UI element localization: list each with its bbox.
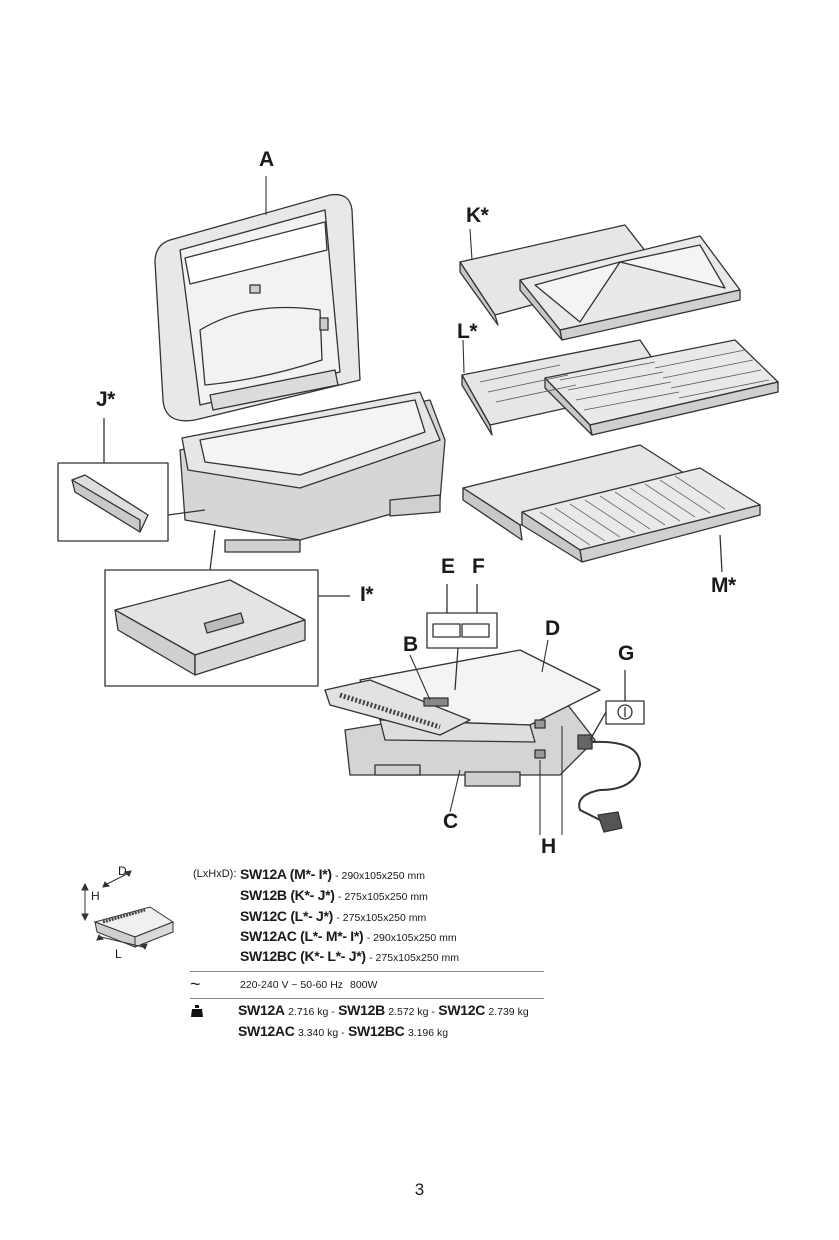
- label-e: E: [441, 555, 455, 578]
- dimensions-prefix: (LxHxD):: [193, 868, 237, 880]
- dimension-row: SW12C (L*- J*) - 275x105x250 mm: [240, 908, 427, 924]
- weight-icon: [191, 1005, 203, 1017]
- dimension-diagram: [81, 870, 175, 950]
- label-a: A: [259, 148, 274, 171]
- label-c: C: [443, 810, 458, 833]
- dimension-row: SW12BC (K*- L*- J*) - 275x105x250 mm: [240, 948, 459, 964]
- divider: [190, 998, 544, 999]
- label-l: L*: [457, 320, 478, 343]
- label-h: H: [541, 835, 556, 858]
- sandwich-plates-k: [459, 224, 741, 341]
- dimension-row: SW12B (K*- J*) - 275x105x250 mm: [240, 887, 428, 903]
- open-appliance: [154, 193, 446, 553]
- dim-label-l: L: [115, 947, 122, 961]
- closed-appliance: [324, 584, 645, 833]
- power-voltage: 220-240 V ~ 50-60 Hz: [240, 979, 344, 991]
- ac-symbol-icon: ~: [190, 974, 201, 994]
- drip-tray-i-inset: [104, 529, 350, 687]
- divider: [190, 971, 544, 972]
- grill-plates-m: [462, 444, 761, 573]
- label-b: B: [403, 633, 418, 656]
- dim-label-h: H: [91, 889, 100, 903]
- dimension-row: SW12AC (L*- M*- I*) - 290x105x250 mm: [240, 928, 457, 944]
- label-f: F: [472, 555, 485, 578]
- waffle-plates-l: [461, 339, 779, 436]
- weights-line-1: SW12A 2.716 kg - SW12B 2.572 kg - SW12C …: [238, 1002, 529, 1018]
- label-j: J*: [96, 388, 115, 411]
- weights-line-2: SW12AC 3.340 kg - SW12BC 3.196 kg: [238, 1023, 449, 1039]
- label-i: I*: [360, 583, 374, 606]
- drip-tray-j-inset: [57, 418, 206, 542]
- label-g: G: [618, 642, 634, 665]
- page-number: 3: [414, 1180, 425, 1199]
- label-m: M*: [711, 574, 736, 597]
- power-watts: 800W: [350, 979, 378, 991]
- product-illustration: [57, 176, 779, 835]
- dim-label-d: D: [118, 864, 127, 878]
- dimension-row: SW12A (M*- I*) - 290x105x250 mm: [240, 866, 425, 882]
- label-k: K*: [466, 204, 489, 227]
- label-d: D: [545, 617, 560, 640]
